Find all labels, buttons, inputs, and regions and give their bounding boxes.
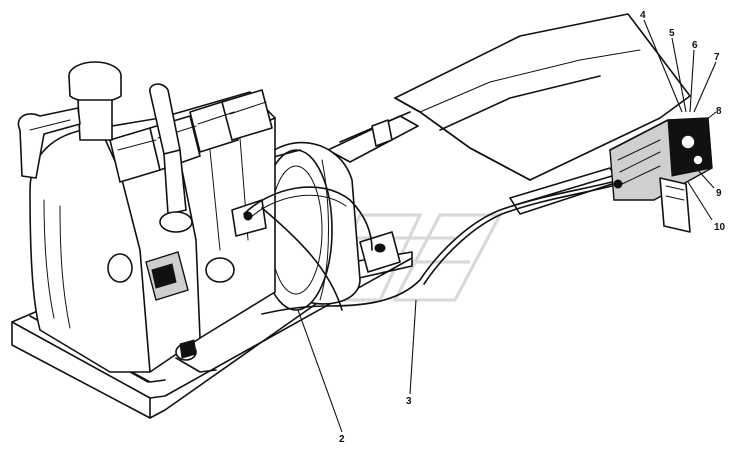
callout-4: 4 (640, 10, 646, 21)
frame-rails (327, 111, 619, 215)
air-filter (17, 61, 122, 179)
equipment-platform (394, 13, 691, 181)
cable-3 (261, 181, 613, 315)
callout-2: 2 (339, 434, 345, 445)
starter-motor (145, 251, 217, 373)
callout-5: 5 (669, 28, 675, 39)
generator-housing (259, 141, 361, 311)
mounting-brackets (231, 199, 401, 273)
callouts: 2 3 4 5 6 7 8 9 10 (339, 10, 726, 445)
leader-lines (297, 19, 717, 433)
callout-7: 7 (714, 52, 720, 63)
callout-9: 9 (716, 188, 722, 199)
callout-10: 10 (714, 222, 726, 233)
callout-3: 3 (406, 396, 412, 407)
control-box (609, 117, 713, 233)
callout-6: 6 (692, 40, 698, 51)
cable-2 (243, 186, 373, 311)
exhaust-pipe (149, 83, 193, 233)
callout-8: 8 (716, 106, 722, 117)
